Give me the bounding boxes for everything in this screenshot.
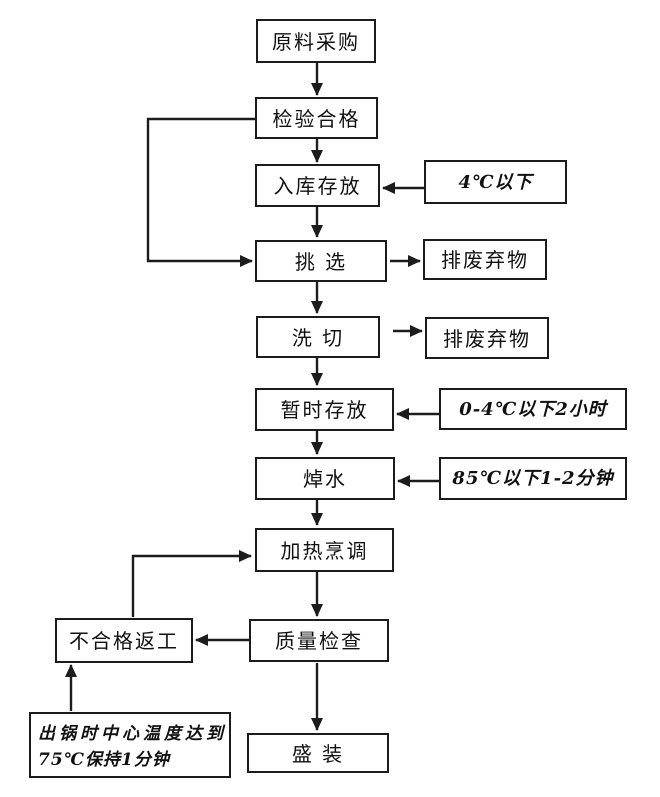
node-raw-material: 原料采购 [256, 19, 376, 63]
node-wash-cut: 洗 切 [256, 316, 380, 358]
node-temporary-storage: 暂时存放 [255, 388, 394, 431]
annotation-center-temperature-line2: 75℃保持1分钟 [38, 750, 170, 771]
annotation-85c-1-2min-label: 85℃以下1-2分钟 [452, 468, 614, 489]
node-heat-cooking-label: 加热烹调 [280, 538, 369, 563]
arrow-rework-feedback-to-cooking [131, 550, 252, 617]
annotation-0-4c-2h: 0-4℃以下2小时 [439, 388, 627, 430]
node-warehouse-storage: 入库存放 [255, 164, 380, 207]
annotation-0-4c-2h-label: 0-4℃以下2小时 [459, 398, 607, 420]
node-selection: 挑 选 [255, 240, 387, 282]
annotation-center-temperature: 出锅时中心温度达到 75℃保持1分钟 [29, 712, 231, 778]
node-inspection-passed: 检验合格 [255, 97, 378, 139]
annotation-center-temperature-text: 出锅时中心温度达到 75℃保持1分钟 [38, 721, 227, 774]
node-heat-cooking: 加热烹调 [255, 528, 394, 572]
node-warehouse-storage-label: 入库存放 [273, 174, 362, 198]
node-waste-disposal-1-label: 排废弃物 [441, 248, 529, 272]
node-plating-label: 盛 装 [291, 741, 345, 766]
node-waste-disposal-2-label: 排废弃物 [443, 326, 531, 351]
annotation-85c-1-2min: 85℃以下1-2分钟 [439, 457, 627, 500]
node-temporary-storage-label: 暂时存放 [280, 398, 369, 422]
node-waste-disposal-1: 排废弃物 [423, 239, 547, 280]
annotation-below-4c-label: 4℃以下 [458, 171, 533, 193]
node-inspection-passed-label: 检验合格 [272, 106, 361, 131]
node-blanching-label: 焯水 [303, 467, 347, 491]
node-rework: 不合格返工 [55, 618, 193, 663]
node-plating: 盛 装 [247, 733, 389, 773]
arrow-inspection-bypass-to-selection [146, 117, 255, 267]
node-raw-material-label: 原料采购 [272, 29, 360, 54]
node-selection-label: 挑 选 [294, 249, 348, 274]
node-rework-label: 不合格返工 [69, 629, 179, 653]
node-quality-check-label: 质量检查 [275, 629, 363, 653]
node-blanching: 焯水 [255, 457, 395, 500]
node-quality-check: 质量检查 [249, 619, 389, 662]
annotation-center-temperature-line1: 出锅时中心温度达到 [38, 724, 227, 744]
annotation-below-4c: 4℃以下 [424, 160, 567, 204]
node-waste-disposal-2: 排废弃物 [425, 317, 549, 359]
node-wash-cut-label: 洗 切 [291, 325, 345, 350]
